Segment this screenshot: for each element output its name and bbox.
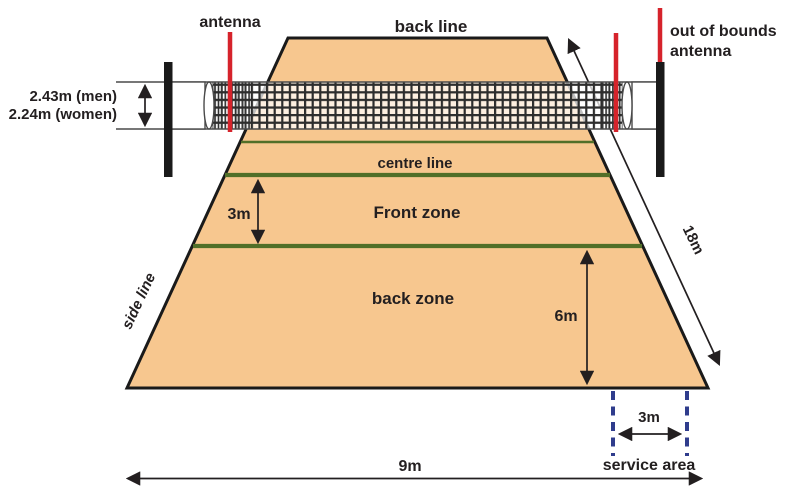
label-out-of-bounds-line1: out of bounds	[670, 23, 777, 40]
net-band-right-cap	[631, 81, 658, 130]
label-back-zone: back zone	[372, 289, 454, 308]
net-hatch-right	[602, 82, 622, 129]
label-3m-service: 3m	[638, 409, 660, 426]
label-3m-front-zone: 3m	[227, 206, 250, 223]
label-back-line: back line	[395, 17, 468, 36]
label-out-of-bounds-line2: antenna	[670, 43, 731, 60]
net-post-right	[656, 62, 665, 177]
label-net-height-men: 2.43m (men)	[29, 88, 117, 105]
label-net-height-women: 2.24m (women)	[9, 106, 117, 123]
net-cap-ellipse-right	[621, 81, 633, 130]
label-18m: 18m	[679, 223, 707, 257]
label-service-area: service area	[603, 457, 696, 474]
net-mesh	[212, 81, 623, 130]
label-side-line: side line	[119, 270, 160, 332]
label-9m: 9m	[398, 458, 421, 475]
net-post-left	[164, 62, 173, 177]
label-front-zone: Front zone	[374, 203, 461, 222]
label-antenna: antenna	[199, 14, 260, 31]
net-band-left-cap	[170, 81, 206, 130]
net-cap-ellipse-left	[203, 81, 215, 130]
label-centre-line: centre line	[377, 155, 452, 172]
label-6m: 6m	[554, 308, 577, 325]
